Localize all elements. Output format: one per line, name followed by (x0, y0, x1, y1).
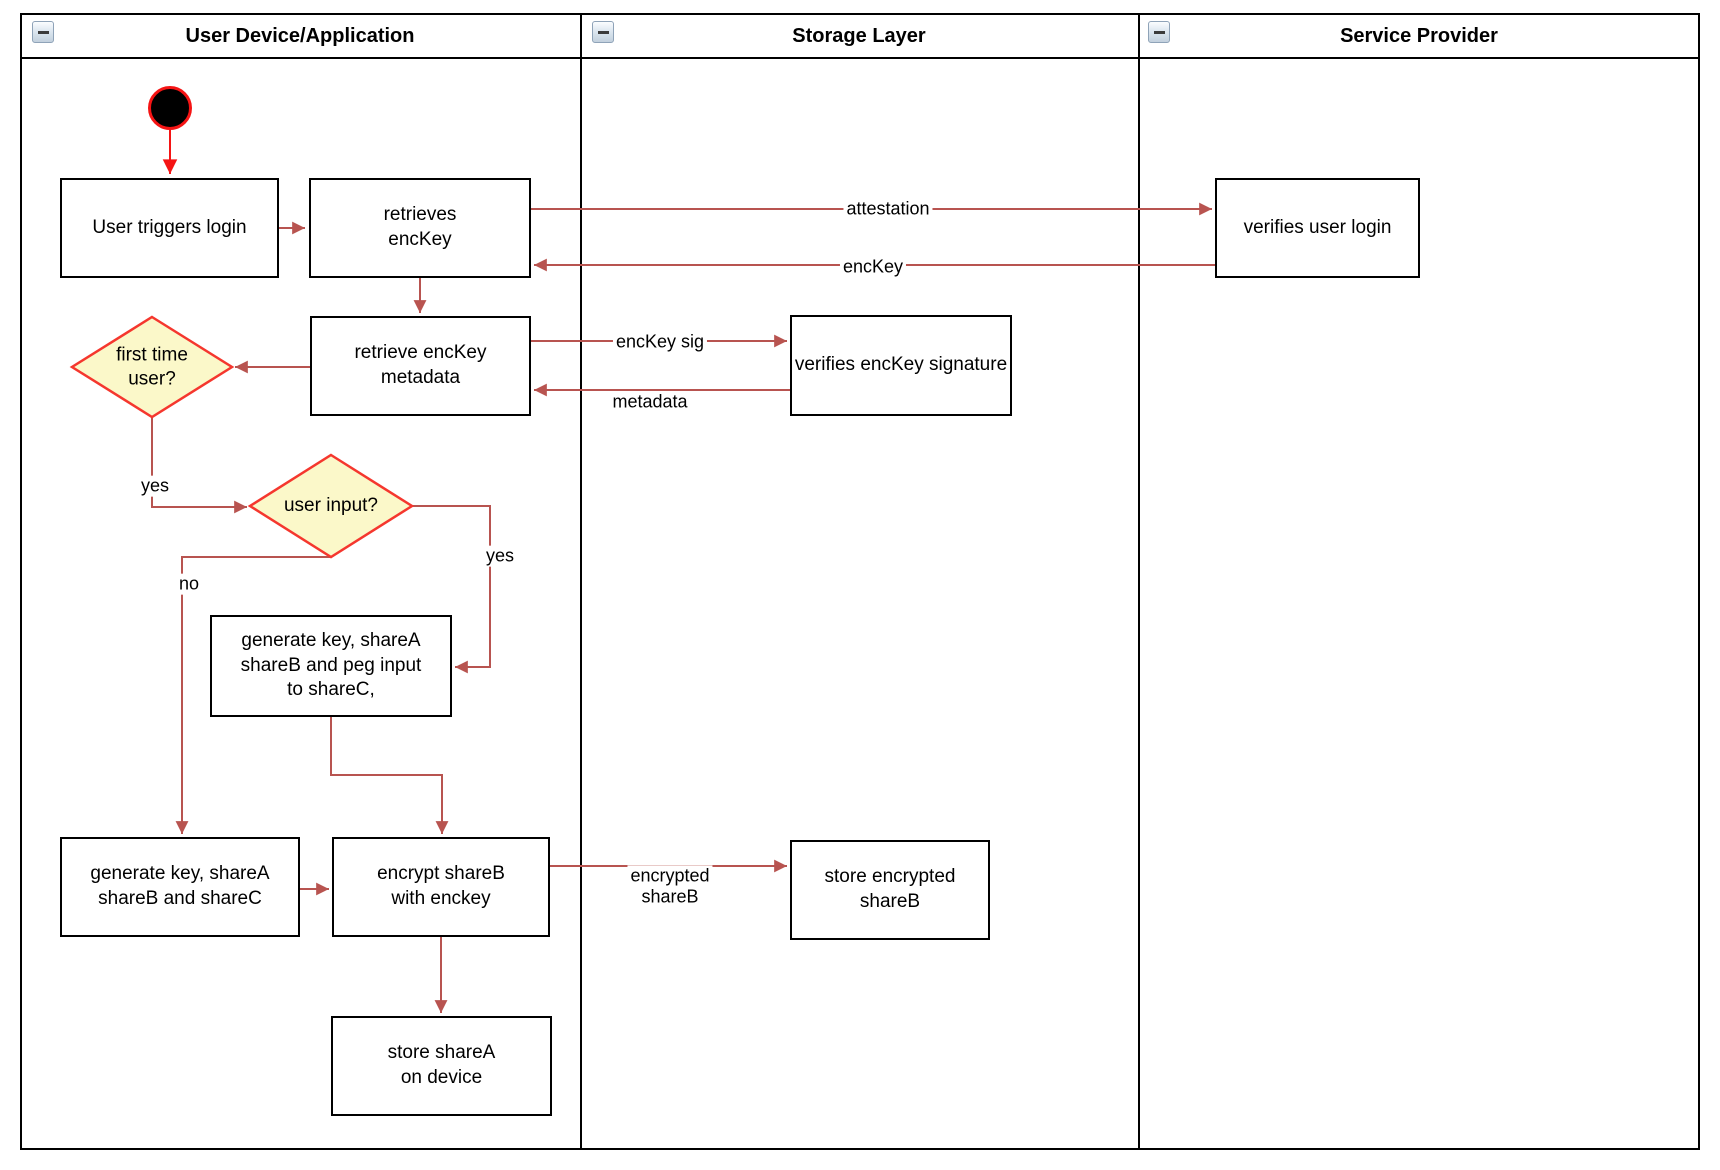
minus-icon (1153, 30, 1165, 34)
edge-label-yes-first-time: yes (137, 475, 173, 497)
decision-user-input-label: user input? (283, 495, 379, 517)
edge-label-yes-user-input: yes (482, 545, 518, 567)
collapse-icon[interactable] (32, 21, 54, 43)
node-verifies-user-login[interactable]: verifies user login (1215, 178, 1420, 278)
edge-yes-to-userinput (151, 417, 247, 514)
decision-first-time-user-label: first time user? (116, 344, 188, 389)
edge-yes-to-pegbox (412, 505, 491, 674)
node-store-sharea-on-device[interactable]: store shareA on device (331, 1016, 552, 1116)
edge-label-enckey: encKey (839, 256, 907, 278)
minus-icon (597, 30, 609, 34)
edge-label-metadata: metadata (609, 391, 691, 413)
node-label: verifies user login (1243, 216, 1392, 238)
lane-header-storage-layer[interactable]: Storage Layer (582, 15, 1136, 57)
lane-title-user-device: User Device/Application (185, 24, 415, 47)
edge-label-attestation: attestation (843, 198, 933, 220)
edge-no-to-generate (175, 556, 331, 834)
lane-header-service-provider[interactable]: Service Provider (1140, 15, 1698, 57)
collapse-icon[interactable] (592, 21, 614, 43)
lane-header-user-device[interactable]: User Device/Application (22, 15, 578, 57)
node-retrieves-enckey[interactable]: retrieves encKey (309, 178, 531, 278)
edge-label-enckey-sig: encKey sig (612, 331, 708, 353)
node-label: encrypt shareB with enckey (377, 863, 505, 909)
lane-title-service-provider: Service Provider (1340, 24, 1498, 47)
edge-pegbox-to-encrypt (330, 717, 449, 834)
decision-user-input-shape[interactable] (247, 453, 415, 559)
node-generate-key-peg-input[interactable]: generate key, shareA shareB and peg inpu… (210, 615, 452, 717)
node-label: User triggers login (92, 216, 247, 238)
node-user-triggers-login[interactable]: User triggers login (60, 178, 279, 278)
lane-title-storage-layer: Storage Layer (792, 24, 926, 47)
node-label: retrieve encKey metadata (354, 342, 487, 388)
node-label: generate key, shareA shareB and shareC (90, 863, 270, 909)
node-label: retrieves encKey (383, 204, 457, 250)
node-store-encrypted-shareb[interactable]: store encrypted shareB (790, 840, 990, 940)
decision-first-time-user-shape[interactable] (69, 315, 235, 419)
node-retrieve-enckey-metadata[interactable]: retrieve encKey metadata (310, 316, 531, 416)
node-label: store shareA on device (387, 1042, 496, 1088)
edge-label-encrypted-shareb: encrypted shareB (627, 865, 713, 907)
swimlane-pool (20, 13, 1700, 1150)
start-node[interactable] (148, 86, 192, 130)
collapse-icon[interactable] (1148, 21, 1170, 43)
node-encrypt-shareb[interactable]: encrypt shareB with enckey (332, 837, 550, 937)
node-verifies-enckey-signature[interactable]: verifies encKey signature (790, 315, 1012, 416)
lane-separator-2 (1138, 13, 1140, 1150)
node-label: verifies encKey signature (794, 354, 1008, 376)
minus-icon (37, 30, 49, 34)
lane-header-divider (20, 57, 1700, 59)
node-label: store encrypted shareB (824, 866, 956, 912)
node-label: generate key, shareA shareB and peg inpu… (240, 629, 422, 701)
edge-label-no-user-input: no (175, 573, 203, 595)
lane-separator-1 (580, 13, 582, 1150)
node-generate-key-sharec[interactable]: generate key, shareA shareB and shareC (60, 837, 300, 937)
